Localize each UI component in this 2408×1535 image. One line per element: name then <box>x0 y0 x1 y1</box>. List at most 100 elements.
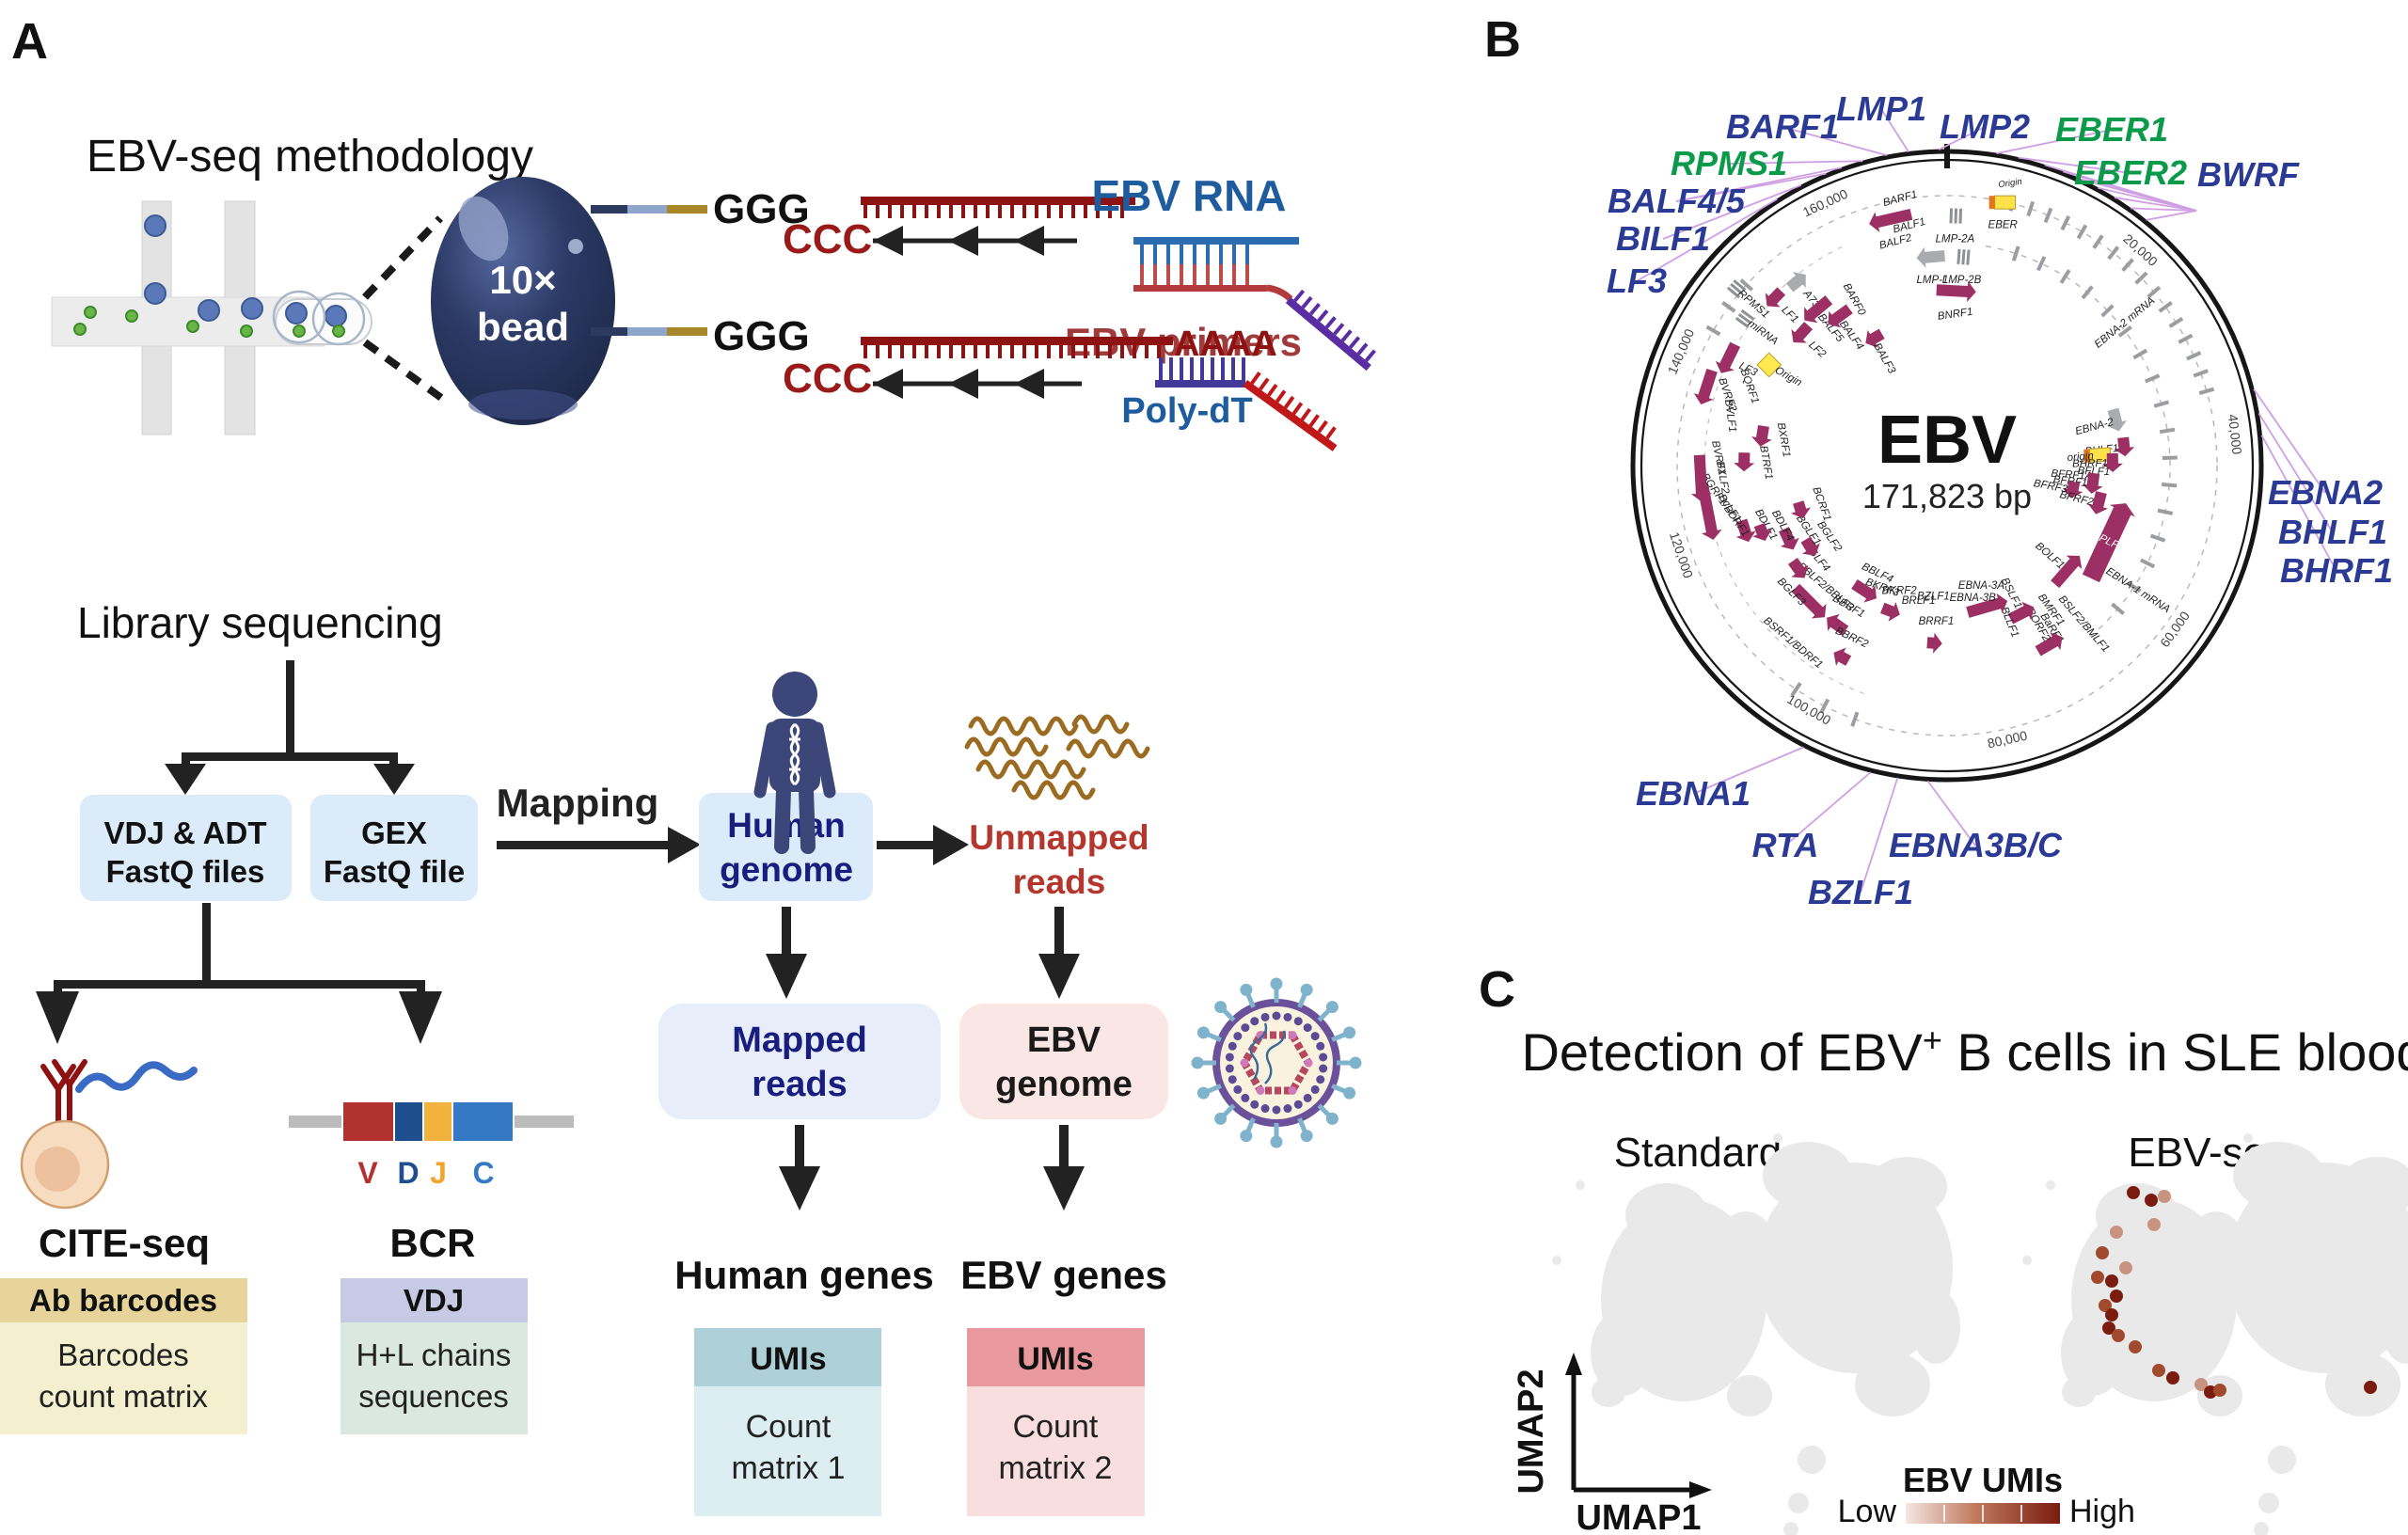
virus-spike-tip <box>1196 1026 1210 1039</box>
gene-arrow-bglf1 <box>1778 527 1799 550</box>
comb-tooth <box>1010 203 1014 218</box>
ebv-positive-cell <box>2110 1290 2123 1303</box>
cell-speck <box>1773 1133 1782 1143</box>
ebv-genome-l1: EBV <box>1027 1021 1101 1060</box>
comb-tooth <box>1231 357 1235 380</box>
oligo-squiggle-icon <box>75 1061 198 1093</box>
ebv-positive-cell <box>2147 1218 2161 1231</box>
comb-tooth <box>1169 357 1173 380</box>
cell-speck <box>1576 1180 1585 1190</box>
capsid-corner <box>1240 1058 1249 1068</box>
comb-tooth <box>888 343 892 358</box>
gene-label-brrf1: BRRF1 <box>1919 616 1955 627</box>
gene-arrow-bxrf1 <box>1751 425 1772 447</box>
envelope-dot <box>1260 1104 1270 1114</box>
envelope-dot <box>1303 1023 1312 1033</box>
cell-speck <box>1745 1340 1754 1350</box>
comb-tooth <box>863 203 867 218</box>
comb-tooth <box>1022 203 1026 218</box>
ebv-positive-cell <box>2166 1371 2179 1385</box>
blue-cell-icon <box>198 299 220 322</box>
rna-rung <box>1180 243 1183 264</box>
mrna-tick <box>1819 698 1830 714</box>
gene-label-origin: Origin <box>1998 177 2023 190</box>
gene-arrow-balf2 <box>1869 208 1913 232</box>
envelope-dot <box>1293 1100 1303 1109</box>
cell-cluster <box>2382 1289 2408 1364</box>
gene-arrow-balf5 <box>1804 295 1833 324</box>
outer-label-bhrf1: BHRF1 <box>2280 551 2393 590</box>
gene-arrow-lf2 <box>1791 322 1814 343</box>
viral-dna-icon <box>1249 1022 1286 1084</box>
comb-tooth <box>925 203 928 218</box>
rna-rung <box>1232 264 1236 286</box>
envelope-dot <box>1303 1093 1312 1102</box>
comb-tooth <box>1108 343 1112 358</box>
human-umi-table: UMIs Count matrix 1 <box>694 1328 881 1516</box>
gene-barcode <box>1740 309 1755 321</box>
gene-arrow-brrf1 <box>1926 632 1942 654</box>
gene-arrow-ebna-3a <box>1966 593 2008 618</box>
envelope-dot <box>1233 1084 1243 1094</box>
ebv-positive-cell <box>2194 1378 2208 1391</box>
cell-cluster <box>2227 1163 2408 1373</box>
comb-tooth <box>986 343 990 358</box>
outer-label-ebna3b-c: EBNA3B/C <box>1889 826 2063 864</box>
comb-tooth <box>1145 343 1149 358</box>
envelope-dot <box>1272 1105 1281 1115</box>
comb-tooth <box>998 203 1002 218</box>
mrna-tick <box>2162 455 2178 461</box>
virus-spike-tip <box>1240 1130 1253 1143</box>
gene-arrow-bfrf3 <box>2062 480 2083 498</box>
comb-tooth <box>925 343 928 358</box>
mrna-tick <box>2134 271 2148 285</box>
ebv-positive-cell <box>2096 1246 2109 1259</box>
rna-rung <box>1166 243 1170 264</box>
vdj-header: VDJ <box>404 1283 464 1318</box>
comb-tooth <box>1275 389 1287 404</box>
human-icon <box>753 672 836 854</box>
ab-barcodes-table: Ab barcodes Barcodes count matrix <box>0 1278 247 1434</box>
mrna-tick <box>2060 214 2071 231</box>
comb-tooth <box>949 203 953 218</box>
comb-tooth <box>1356 342 1369 356</box>
gene-label-bnrf1: BNRF1 <box>1937 307 1973 323</box>
cell-speck <box>2046 1180 2055 1190</box>
dashed-arc <box>1676 195 2218 736</box>
mrna-tick <box>2126 581 2142 593</box>
comb-tooth <box>1308 302 1321 316</box>
microfluidic-chip-icon <box>51 200 451 435</box>
panel-c-label: C <box>1479 961 1515 1018</box>
outer-label-bwrf: BWRF <box>2197 155 2300 194</box>
unmapped-l1: Unmapped <box>969 818 1149 857</box>
comb-tooth <box>1047 203 1051 218</box>
arrow-down-ebv <box>1038 907 1080 999</box>
outer-label-bilf1: BILF1 <box>1616 219 1710 258</box>
envelope-dot <box>1283 1104 1292 1114</box>
cell-cluster <box>1592 1377 1625 1407</box>
gene-label-origin: origin <box>2067 451 2094 464</box>
envelope-dot <box>1272 1011 1281 1021</box>
vdj-adt-l2: FastQ files <box>106 854 265 889</box>
comb-tooth <box>1340 329 1353 342</box>
cite-seq-title: CITE-seq <box>39 1221 210 1265</box>
ebv-positive-cell <box>2213 1384 2226 1397</box>
gene-arrow-bxlf2 <box>1690 454 1712 502</box>
rna-rung <box>1153 264 1157 286</box>
gex-l2: FastQ file <box>324 854 465 889</box>
rna-rung <box>1206 264 1210 286</box>
ebv-positive-cell <box>2129 1340 2142 1353</box>
gene-arrow-lf1 <box>1765 287 1786 308</box>
ebv-umi-table: UMIs Count matrix 2 <box>967 1328 1145 1516</box>
gene-arrow-bblf4 <box>1851 578 1877 603</box>
panel-b-label: B <box>1484 11 1521 68</box>
comb-tooth <box>937 203 941 218</box>
connector-line <box>2018 156 2131 174</box>
green-cell-icon <box>240 324 253 338</box>
comb-tooth <box>1108 203 1112 218</box>
cell-cluster <box>2338 1157 2408 1217</box>
gene-arrow-bplf1 <box>2082 503 2135 583</box>
comb-tooth <box>1159 357 1163 380</box>
ab-barcodes-b2: count matrix <box>39 1379 208 1414</box>
split-arrow-bottom <box>36 903 442 1044</box>
